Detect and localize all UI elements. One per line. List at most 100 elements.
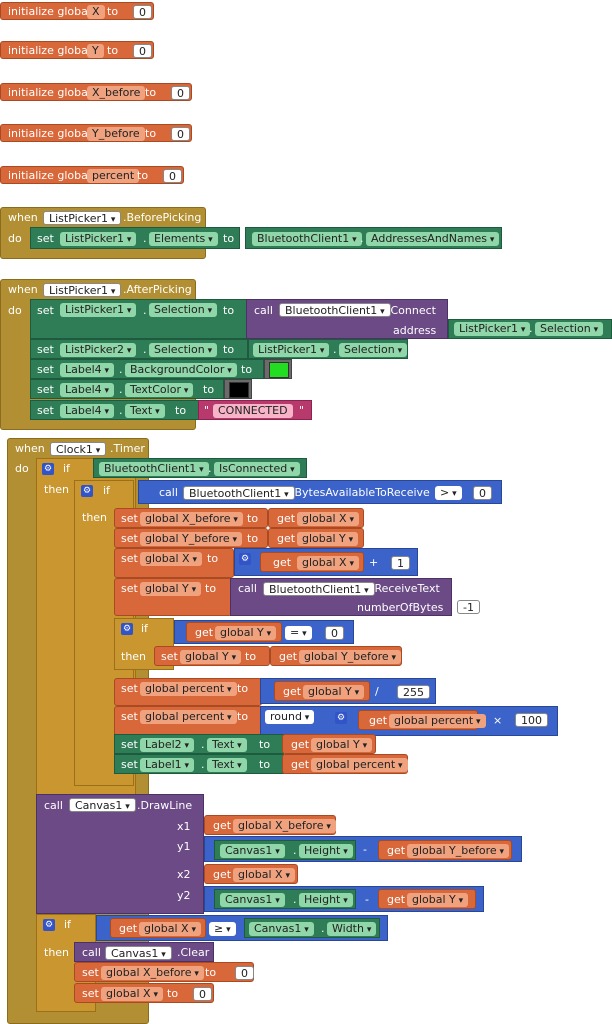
number-value[interactable]: 0 — [325, 626, 344, 640]
text-value[interactable]: CONNECTED — [213, 404, 293, 418]
component-dropdown[interactable]: Canvas1 — [220, 893, 285, 907]
black-swatch[interactable] — [229, 382, 249, 398]
var-dropdown[interactable]: global X — [101, 987, 163, 1001]
operator-dropdown[interactable]: > — [435, 486, 462, 500]
set-textcolor-block[interactable]: set Label4 . TextColor to — [30, 379, 224, 399]
var-dropdown[interactable]: global Y_before — [299, 650, 402, 664]
get-y-arg[interactable]: get global Y — [378, 889, 476, 909]
component-dropdown[interactable]: ListPicker2 — [60, 343, 137, 357]
property-dropdown[interactable]: Selection — [535, 322, 604, 336]
init-global-y-block[interactable]: initialize global Y to 0 — [0, 41, 154, 59]
green-swatch[interactable] — [269, 362, 289, 378]
component-dropdown[interactable]: Canvas1 — [69, 798, 136, 812]
gear-icon[interactable]: ⚙ — [43, 919, 55, 931]
set-y-block[interactable]: set global Y to — [114, 578, 232, 616]
set-x-before-block[interactable]: set global X_before to — [114, 508, 268, 528]
number-value[interactable]: -1 — [457, 600, 480, 614]
function-dropdown[interactable]: round — [265, 710, 315, 724]
get-x-cond-block[interactable]: get global X — [110, 918, 206, 938]
drawline-call-block[interactable]: call Canvas1 .DrawLine x1 y1 x2 y2 — [36, 794, 204, 914]
var-dropdown[interactable]: global Y_before — [140, 532, 243, 546]
component-dropdown[interactable]: ListPicker1 — [60, 303, 137, 317]
var-dropdown[interactable]: global X — [297, 556, 359, 570]
set-selection-block[interactable]: set ListPicker1 . Selection to — [30, 299, 248, 339]
set-percent-round-block[interactable]: set global percent to — [114, 706, 262, 736]
var-dropdown[interactable]: global X — [297, 512, 359, 526]
get-x-before-arg[interactable]: get global X_before — [204, 815, 336, 835]
component-dropdown[interactable]: ListPicker1 — [60, 232, 137, 246]
property-dropdown[interactable]: Text — [207, 758, 247, 772]
init-global-y-before-block[interactable]: initialize global Y_before to 0 — [0, 124, 192, 142]
component-dropdown[interactable]: BluetoothClient1 — [252, 232, 362, 246]
black-color-block[interactable] — [224, 379, 252, 399]
property-dropdown[interactable]: Elements — [149, 232, 218, 246]
var-dropdown[interactable]: global X_before — [101, 966, 204, 980]
component-dropdown[interactable]: Label4 — [60, 404, 115, 418]
var-dropdown[interactable]: global Y — [303, 685, 365, 699]
number-value[interactable]: 1 — [391, 556, 410, 570]
gear-icon[interactable]: ⚙ — [239, 553, 251, 565]
var-dropdown[interactable]: global percent — [389, 714, 486, 728]
operator-dropdown[interactable]: = — [285, 626, 312, 640]
global-name-field[interactable]: Y_before — [87, 127, 145, 141]
property-dropdown[interactable]: Text — [207, 738, 247, 752]
global-name-field[interactable]: percent — [87, 169, 140, 183]
property-dropdown[interactable]: Width — [327, 922, 377, 936]
component-dropdown[interactable]: BluetoothClient1 — [183, 486, 295, 500]
component-dropdown[interactable]: BluetoothClient1 — [279, 303, 391, 317]
property-dropdown[interactable]: Height — [299, 844, 353, 858]
var-dropdown[interactable]: global Y — [311, 738, 373, 752]
component-dropdown[interactable]: BluetoothClient1 — [263, 582, 375, 596]
number-value[interactable]: 0 — [473, 486, 492, 500]
get-percent-label-block[interactable]: get global percent — [282, 754, 408, 774]
gear-icon[interactable]: ⚙ — [42, 463, 54, 475]
get-y-label-block[interactable]: get global Y — [282, 734, 376, 754]
set-listpicker2-block[interactable]: set ListPicker2 . Selection to — [30, 339, 248, 359]
component-dropdown[interactable]: BluetoothClient1 — [99, 462, 209, 476]
get-x-inner-block[interactable]: get global X — [260, 552, 364, 572]
number-value[interactable]: 255 — [397, 685, 430, 699]
set-label-text-block[interactable]: set Label4 . Text to — [30, 400, 202, 420]
var-dropdown[interactable]: global X — [140, 552, 202, 566]
var-dropdown[interactable]: global Y — [180, 650, 242, 664]
set-label1-block[interactable]: set Label1 . Text to — [114, 754, 284, 774]
number-value[interactable]: 100 — [515, 713, 548, 727]
listpicker1-selection-getter[interactable]: ListPicker1 . Selection — [248, 339, 408, 359]
component-dropdown[interactable]: Label4 — [60, 363, 115, 377]
set-y-if-block[interactable]: set global Y to — [154, 646, 270, 666]
var-dropdown[interactable]: global percent — [140, 682, 237, 696]
var-dropdown[interactable]: global X — [139, 922, 201, 936]
var-dropdown[interactable]: global percent — [140, 710, 237, 724]
canvas-height-getter[interactable]: Canvas1 . Height — [214, 840, 356, 860]
property-dropdown[interactable]: Text — [125, 404, 165, 418]
get-y-block[interactable]: get global Y — [268, 528, 364, 548]
component-dropdown[interactable]: Label2 — [140, 738, 195, 752]
component-dropdown[interactable]: Canvas1 — [105, 946, 172, 960]
component-dropdown[interactable]: ListPicker1 — [454, 322, 531, 336]
number-value[interactable]: 0 — [163, 169, 182, 183]
reset-x-before-block[interactable]: set global X_before to 0 — [74, 962, 254, 982]
addresses-getter[interactable]: BluetoothClient1 . AddressesAndNames — [245, 227, 502, 249]
connect-call-block[interactable]: call BluetoothClient1 .Connect address — [246, 299, 448, 339]
get-y-percent-block[interactable]: get global Y — [274, 681, 370, 701]
init-global-percent-block[interactable]: initialize global percent to 0 — [0, 166, 184, 184]
var-dropdown[interactable]: global Y — [407, 893, 469, 907]
connected-text-block[interactable]: " CONNECTED " — [198, 400, 312, 420]
number-value[interactable]: 0 — [193, 987, 212, 1001]
var-dropdown[interactable]: global Y_before — [407, 844, 510, 858]
is-connected-getter[interactable]: BluetoothClient1 . IsConnected — [93, 458, 307, 478]
reset-x-block[interactable]: set global X to 0 — [74, 983, 214, 1003]
global-name-field[interactable]: X_before — [87, 86, 146, 100]
receive-text-block[interactable]: call BluetoothClient1 .ReceiveText numbe… — [230, 578, 480, 616]
set-bgcolor-block[interactable]: set Label4 . BackgroundColor to — [30, 359, 264, 379]
component-dropdown[interactable]: Canvas1 — [249, 922, 314, 936]
number-value[interactable]: 0 — [133, 44, 152, 58]
component-dropdown[interactable]: ListPicker1 — [43, 211, 122, 225]
gear-icon[interactable]: ⚙ — [335, 712, 347, 724]
set-x-block[interactable]: set global X to — [114, 548, 234, 578]
set-elements-block[interactable]: set ListPicker1 . Elements to — [30, 227, 240, 249]
get-percent-block[interactable]: get global percent — [358, 710, 486, 730]
set-percent-block[interactable]: set global percent to — [114, 678, 262, 706]
gear-icon[interactable]: ⚙ — [81, 485, 93, 497]
init-global-x-before-block[interactable]: initialize global X_before to 0 — [0, 83, 192, 101]
